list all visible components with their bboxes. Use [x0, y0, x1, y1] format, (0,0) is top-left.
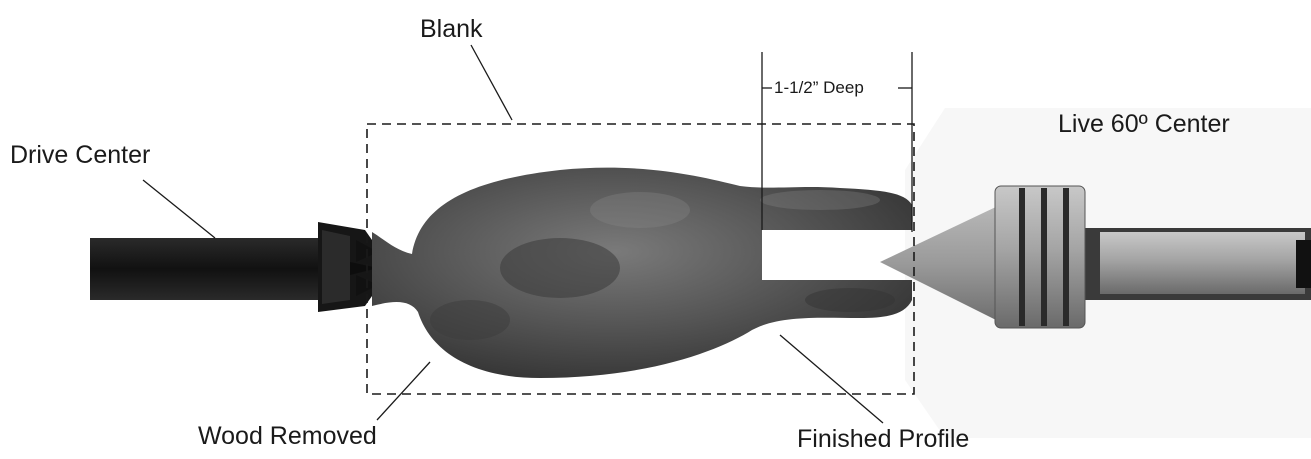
blank-leader-line: [471, 45, 512, 120]
drive-center-label: Drive Center: [10, 143, 150, 168]
drive-center-leader-line: [143, 180, 215, 238]
blank-label: Blank: [420, 17, 483, 42]
finished-profile-leader-line: [780, 335, 883, 423]
live-center-label: Live 60º Center: [1058, 112, 1230, 137]
finished-profile-wood: [372, 168, 912, 378]
depth-label: 1-1/2” Deep: [774, 79, 864, 96]
finished-profile-label: Finished Profile: [797, 427, 969, 452]
wood-removed-label: Wood Removed: [198, 424, 377, 449]
drive-center: [90, 222, 378, 312]
wood-removed-leader-line: [377, 362, 430, 420]
